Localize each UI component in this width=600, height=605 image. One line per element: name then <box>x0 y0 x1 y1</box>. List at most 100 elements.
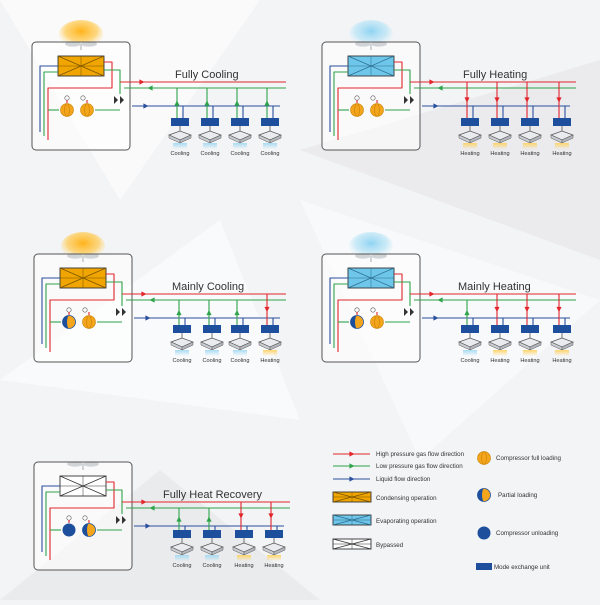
check-valve-icon <box>404 96 408 104</box>
mode-exchange-unit <box>203 325 221 333</box>
indoor-unit-label: Cooling <box>173 358 192 364</box>
indoor-unit: Cooling <box>200 325 224 364</box>
liquid-pipe <box>39 65 58 132</box>
mode-exchange-unit <box>261 325 279 333</box>
indoor-unit-label: Heating <box>490 358 509 364</box>
compressor-full-icon <box>60 103 74 117</box>
air-flow <box>233 350 247 356</box>
compressor-unloading-icon <box>477 526 491 540</box>
outdoor-unit-frame <box>31 41 131 151</box>
low-pressure-pipe <box>43 71 58 136</box>
flow-arrow <box>176 309 182 316</box>
partial-loading-legend-label: Partial loading <box>498 492 538 499</box>
flow-arrow <box>139 79 145 85</box>
flow-arrow <box>464 309 470 316</box>
indoor-unit-label: Heating <box>552 358 571 364</box>
evaporating-exchanger-icon <box>347 55 395 77</box>
indoor-unit-label: Cooling <box>231 358 250 364</box>
compressor-partial-icon <box>62 315 76 329</box>
indoor-unit: Heating <box>550 325 574 364</box>
flow-arrow <box>206 516 212 522</box>
indoor-unit-label: Cooling <box>203 563 222 569</box>
mode-title: Mainly Heating <box>458 281 531 293</box>
indoor-unit-label: Cooling <box>261 151 280 157</box>
indoor-unit-label: Heating <box>260 358 279 364</box>
air-flow <box>267 555 281 561</box>
low-pressure-pipe <box>106 489 123 514</box>
indoor-unit: Cooling <box>228 325 252 364</box>
air-flow <box>175 350 189 356</box>
mode-exchange-unit <box>461 325 479 333</box>
mode-exchange-unit <box>173 325 191 333</box>
heat-glow <box>61 232 105 260</box>
condensing-exchanger-icon <box>57 55 105 77</box>
mode-exchange-unit <box>261 118 279 126</box>
indoor-unit: Cooling <box>198 118 222 157</box>
indoor-unit: Cooling <box>458 325 482 364</box>
valve-icon <box>370 95 376 101</box>
compressor-full-icon <box>350 103 364 117</box>
liquid-pipe <box>41 277 60 344</box>
condensing-exchanger-icon <box>332 491 372 503</box>
check-valve-icon <box>114 96 118 104</box>
mode-title: Fully Heat Recovery <box>163 489 263 501</box>
mode-title: Fully Heating <box>463 69 527 81</box>
high-pressure-pipe <box>49 273 115 352</box>
condensing-exchanger-icon <box>59 267 107 289</box>
cool-glow <box>349 232 393 260</box>
indoor-unit-label: Cooling <box>201 151 220 157</box>
indoor-unit-label: Heating <box>490 151 509 157</box>
flow-arrow <box>238 513 244 519</box>
check-valve-icon <box>116 516 120 524</box>
check-valve-icon <box>122 308 126 316</box>
flow-arrow <box>524 306 530 313</box>
mode-exchange-unit <box>231 118 249 126</box>
low-pressure-pipe <box>106 281 123 306</box>
valve-icon <box>82 515 88 521</box>
compressor-full-icon <box>82 315 96 329</box>
valve-icon <box>354 95 360 101</box>
air-flow <box>463 143 477 149</box>
indoor-unit: Heating <box>488 325 512 364</box>
flow-arrow <box>147 85 153 91</box>
flow-arrow <box>349 476 355 482</box>
outdoor-unit-frame <box>321 253 421 363</box>
indoor-unit-label: Cooling <box>203 358 222 364</box>
mode-exchange-unit <box>553 325 571 333</box>
low-pressure-pipe <box>45 283 60 348</box>
flow-arrow <box>145 315 151 321</box>
flow-arrow <box>204 100 210 106</box>
indoor-unit: Heating <box>518 118 542 157</box>
bypassed-exchanger-icon <box>332 538 372 550</box>
compressor-full-icon <box>477 451 491 465</box>
high-pressure-pipe <box>49 481 115 560</box>
valve-icon <box>82 307 88 313</box>
indoor-unit-label: Heating <box>234 563 253 569</box>
flow-arrow <box>143 103 149 109</box>
flow-arrow <box>464 97 470 103</box>
check-valve-icon <box>122 516 126 524</box>
flow-arrow <box>349 451 355 457</box>
indoor-unit-label: Cooling <box>231 151 250 157</box>
low-pressure-pipe <box>104 69 121 94</box>
indoor-unit-label: Heating <box>520 358 539 364</box>
flow-arrow <box>349 463 355 469</box>
flow-arrow <box>433 103 439 109</box>
flow-arrow <box>176 516 182 522</box>
indoor-unit: Cooling <box>258 118 282 157</box>
liquid-pipe <box>329 277 348 344</box>
high-legend-label: High pressure gas flow direction <box>376 451 465 458</box>
air-flow <box>463 350 477 356</box>
mode-exchange-unit <box>203 530 221 538</box>
indoor-unit: Heating <box>258 325 282 364</box>
compressor-full-icon <box>370 315 384 329</box>
air-flow <box>263 350 277 356</box>
compressor-partial-icon <box>82 523 96 537</box>
high-pressure-pipe <box>337 273 403 352</box>
compressor-partial-icon <box>477 488 491 502</box>
flow-arrow <box>494 97 500 103</box>
check-valve-icon <box>410 308 414 316</box>
mode-exchange-unit <box>461 118 479 126</box>
